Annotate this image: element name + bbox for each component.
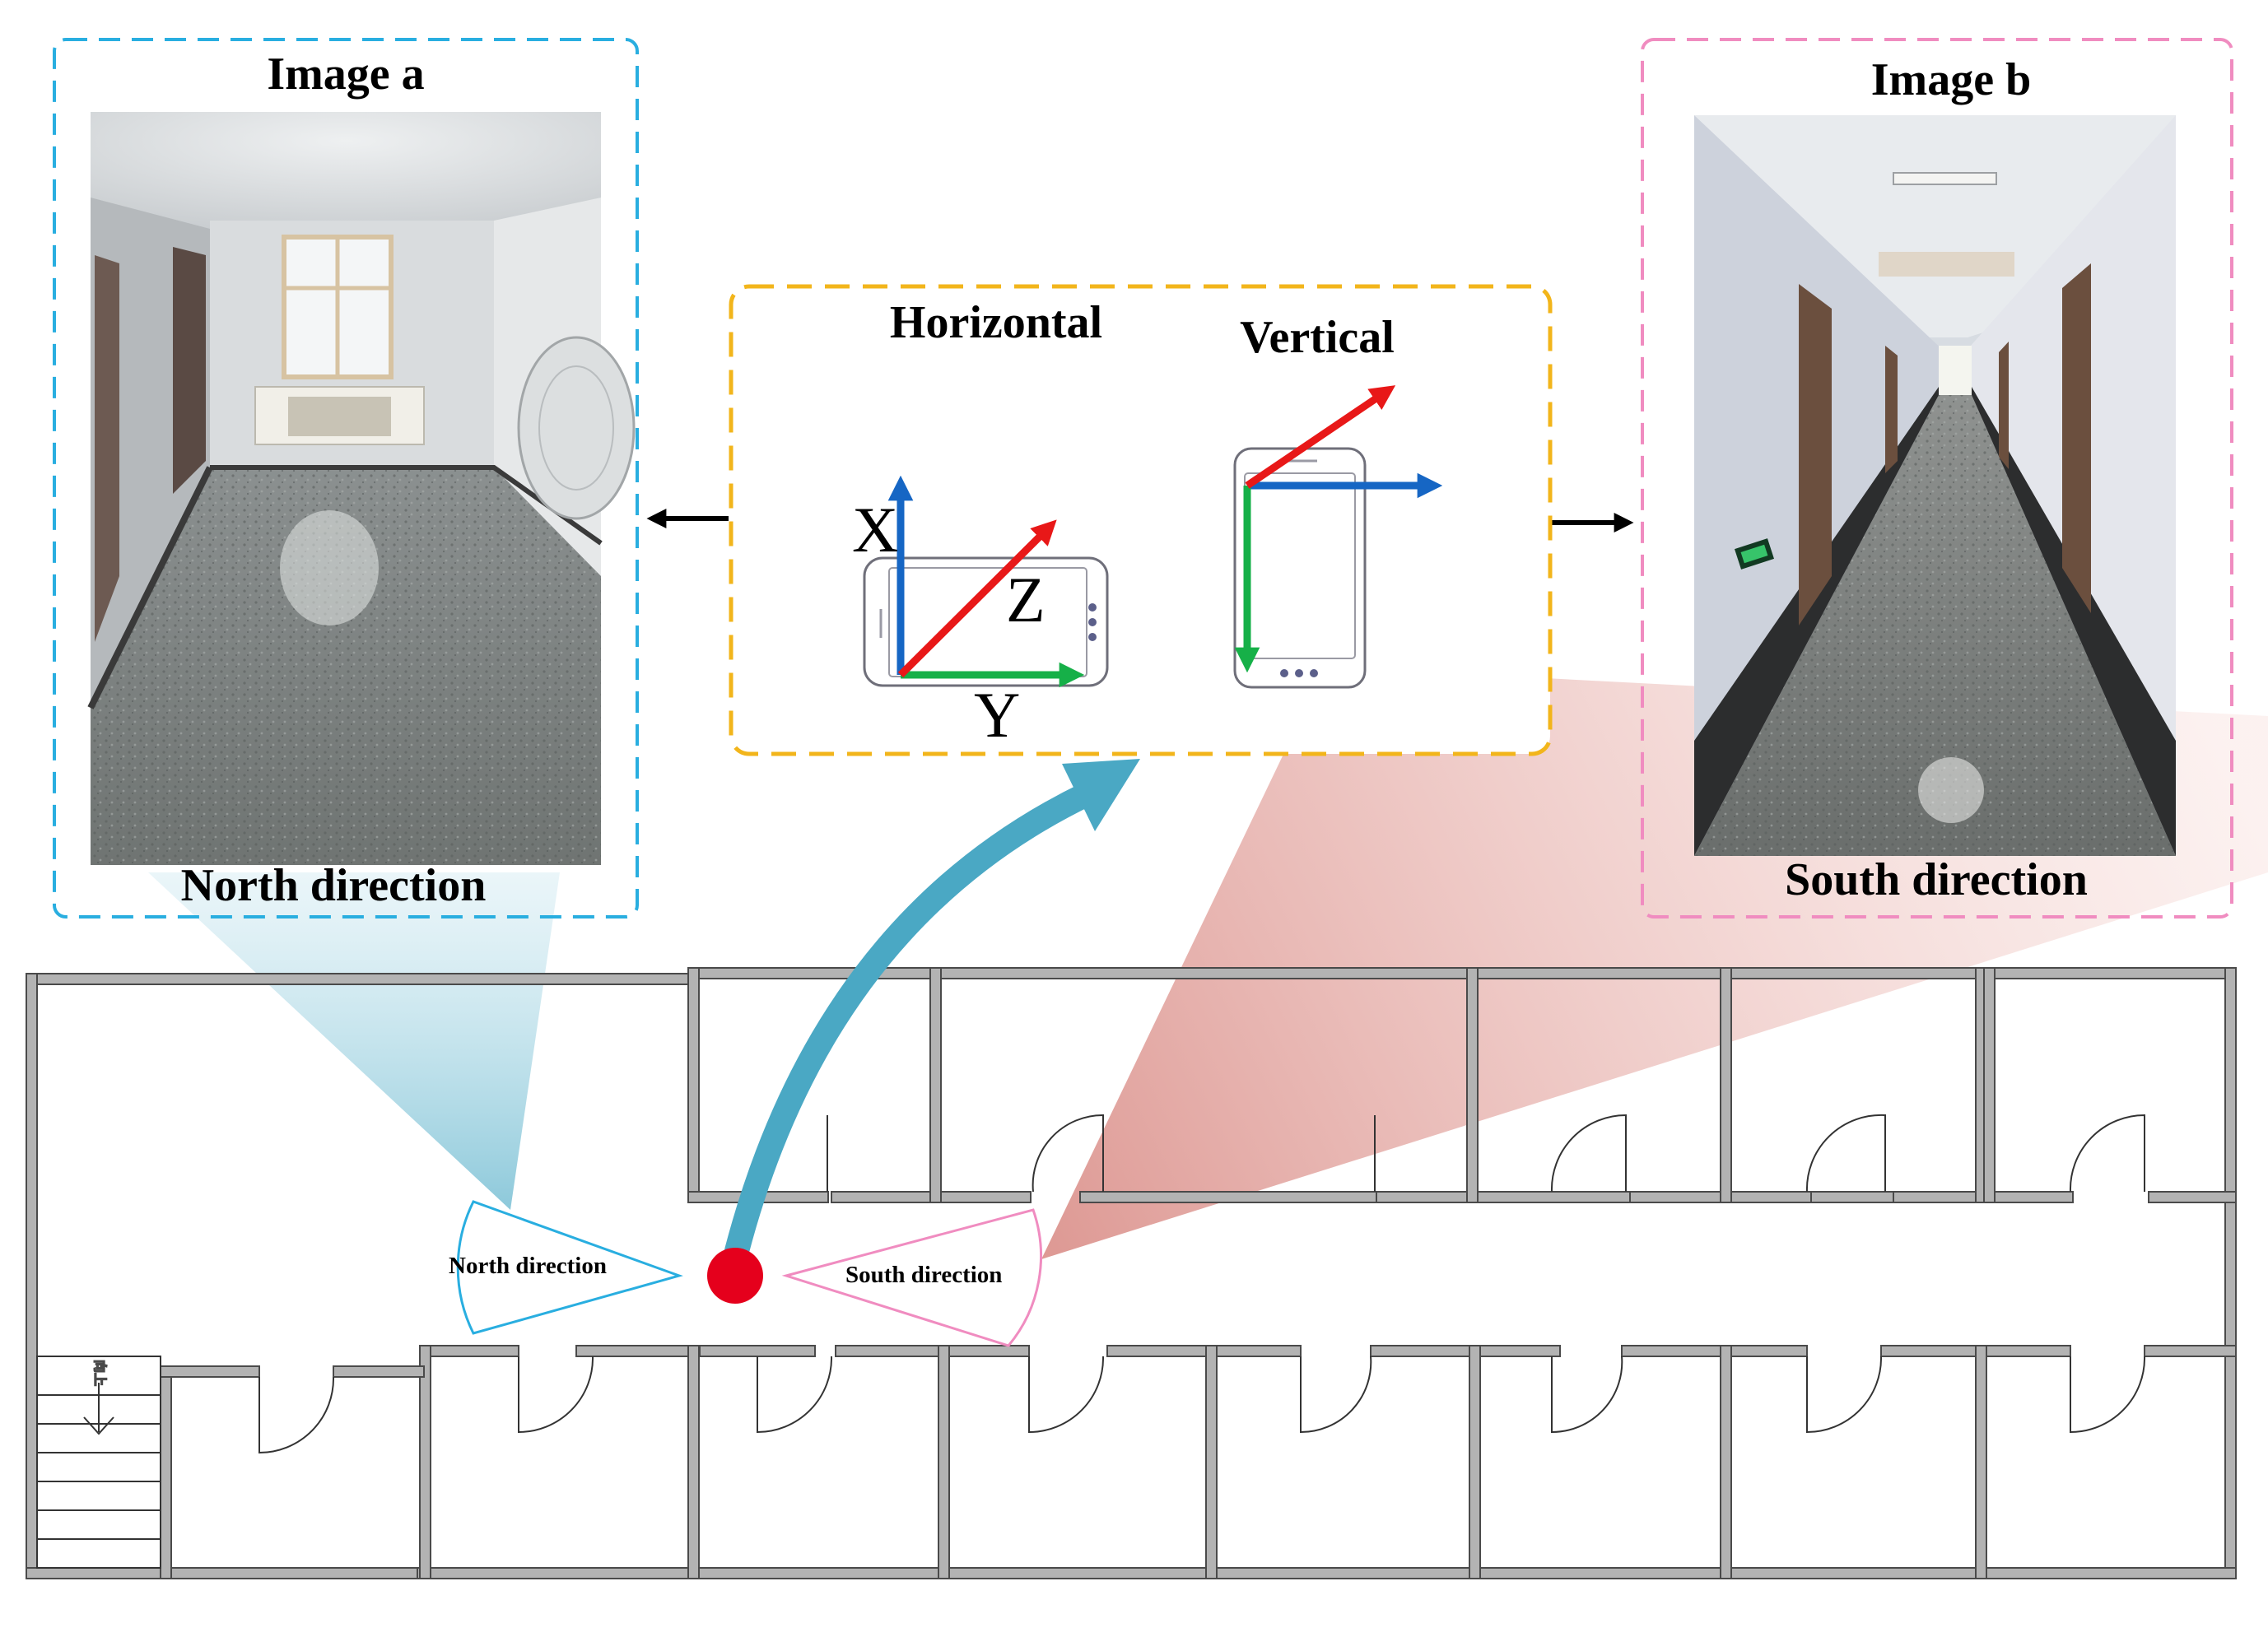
upper-doors xyxy=(827,1114,2145,1193)
panel-b-title: Image b xyxy=(1871,54,2031,105)
vertical-z-axis xyxy=(1245,385,1396,489)
lower-rooms xyxy=(160,1345,2237,1579)
orientation-box: Horizontal Vertical X Y Z xyxy=(729,284,1553,756)
stair-label: 向上 xyxy=(92,1360,107,1386)
horizontal-phone: X Y Z xyxy=(852,475,1109,751)
axis-x-label: X xyxy=(852,494,898,565)
position-to-sensor-arrow xyxy=(724,759,1140,1263)
vertical-label: Vertical xyxy=(1240,312,1395,363)
lower-doors xyxy=(258,1356,2146,1454)
upper-rooms xyxy=(687,967,2237,1203)
horizontal-label: Horizontal xyxy=(890,297,1102,348)
axis-z-label: Z xyxy=(1006,564,1046,635)
staircase xyxy=(36,1356,161,1569)
panel-b-frame xyxy=(1641,38,2233,919)
panel-b-photo xyxy=(1694,115,2176,856)
axis-y-label: Y xyxy=(974,679,1020,751)
south-direction-sector: South direction xyxy=(781,1208,1042,1347)
panel-b: Image b xyxy=(1641,38,2233,919)
panel-a-title: Image a xyxy=(267,49,424,100)
panel-a-frame xyxy=(53,38,639,919)
south-direction-label: South direction xyxy=(845,1262,1002,1288)
horizontal-z-axis xyxy=(897,519,1057,678)
north-direction-label: North direction xyxy=(449,1253,607,1279)
panel-b-caption: South direction xyxy=(1785,854,2088,905)
position-dot xyxy=(707,1248,763,1304)
panel-a: Image a xyxy=(53,38,639,919)
floor-plan: 向上 xyxy=(26,967,2237,1579)
north-direction-sector: North direction xyxy=(449,1200,683,1335)
panel-a-photo xyxy=(87,112,636,865)
outer-walls xyxy=(26,967,2237,1579)
vertical-phone xyxy=(1233,385,1443,689)
north-view-beam xyxy=(148,872,560,1210)
panel-a-caption: North direction xyxy=(181,860,487,911)
